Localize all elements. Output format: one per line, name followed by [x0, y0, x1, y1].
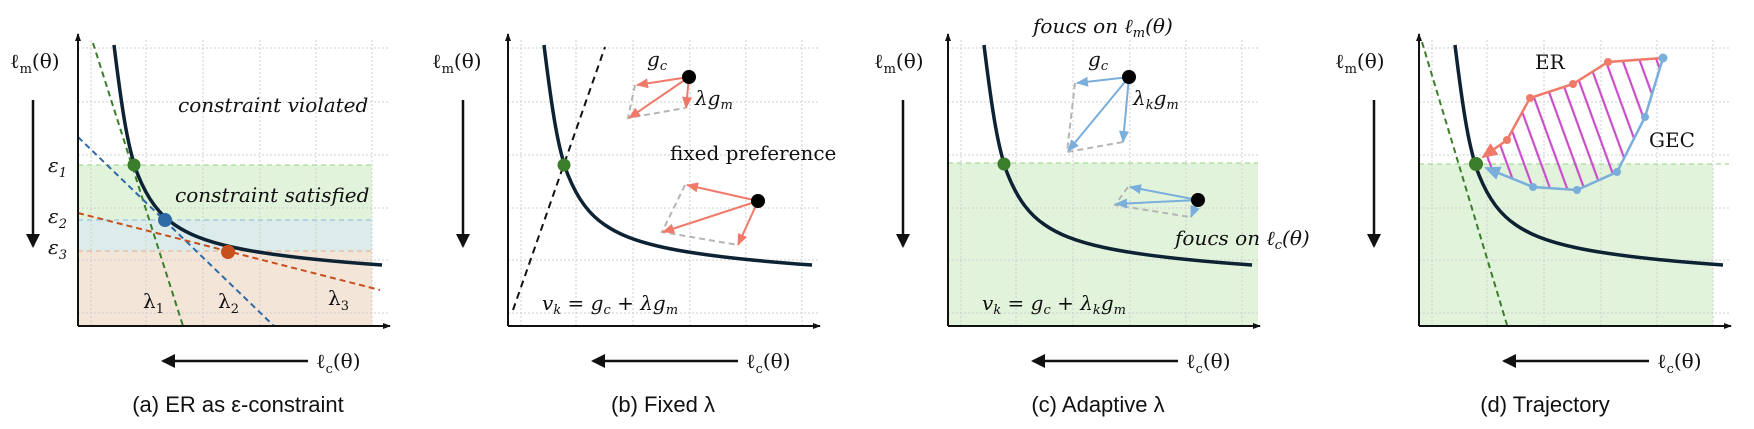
- focus-c-label: foucs on ℓc(θ): [1173, 226, 1310, 253]
- pareto-front: [1453, 44, 1724, 267]
- er-label: ER: [1535, 50, 1566, 74]
- parallelogram-guide: [660, 184, 739, 246]
- eps1-label: ε1: [48, 153, 67, 181]
- lambda-gm-arrow: [1119, 76, 1130, 143]
- update-arrow: [628, 76, 690, 119]
- caption-b: (b) Fixed λ: [611, 392, 715, 417]
- theta-point-2: [751, 194, 765, 208]
- gc-label: gc: [647, 47, 668, 74]
- fixed-preference-line: [512, 46, 606, 311]
- theta-point-1: [682, 70, 696, 84]
- update-arrow: [662, 200, 759, 234]
- caption-a: (a) ER as ε-constraint: [132, 392, 344, 417]
- pareto-front: [112, 44, 383, 267]
- constraint-violated-label: constraint violated: [178, 93, 368, 117]
- gec-label: GEC: [1649, 128, 1695, 152]
- er-trajectory: [1481, 56, 1664, 159]
- point-eps1: [127, 158, 141, 172]
- gc-arrow: [1129, 184, 1199, 201]
- theta-point-1: [1122, 70, 1136, 84]
- pareto-front: [982, 44, 1253, 267]
- gec-trajectory: [1484, 57, 1665, 192]
- lambda3-label: λ3: [328, 286, 349, 314]
- parallelogram-guide: [1065, 82, 1124, 154]
- constraint-satisfied-label: constraint satisfied: [175, 183, 369, 207]
- update-arrow: [1067, 76, 1130, 152]
- point-eps2: [158, 213, 172, 227]
- band-eps3: [78, 252, 372, 326]
- update-formula: vk = gc + λkgm: [982, 291, 1126, 318]
- gc-arrow: [1076, 76, 1130, 87]
- eps2-label: ε2: [48, 204, 67, 232]
- gc-arrow: [636, 76, 690, 89]
- y-axis-label: ℓm(θ): [432, 49, 482, 77]
- x-axis-label: ℓc(θ): [1657, 349, 1702, 377]
- eps3-label: ε3: [48, 235, 67, 263]
- y-axis-label: ℓm(θ): [874, 49, 924, 77]
- pareto-front: [542, 44, 813, 267]
- update-arrow: [1115, 198, 1199, 209]
- theta-point-2: [1191, 193, 1205, 207]
- panel-a: constraint violated constraint satisfied…: [10, 33, 391, 417]
- lambda2-tangent: [77, 136, 275, 327]
- lambda-k-gm-label: λkgm: [1132, 86, 1179, 113]
- lambda1-label: λ1: [143, 289, 164, 317]
- gc-label: gc: [1088, 47, 1109, 74]
- gc-arrow: [686, 182, 759, 202]
- er-trajectory-points: [1503, 58, 1612, 144]
- panel-c: foucs on ℓm(θ) gc λkgm foucs on ℓc(θ) vk…: [874, 14, 1310, 417]
- lambda2-label: λ2: [218, 289, 239, 317]
- point-eps3: [221, 245, 235, 259]
- caption-d: (d) Trajectory: [1480, 392, 1610, 417]
- lambda-gm-label: λgm: [694, 86, 733, 113]
- fixed-preference-label: fixed preference: [670, 141, 836, 165]
- satisfied-region: [948, 163, 1258, 326]
- lambda-gm-arrow: [737, 200, 759, 246]
- x-axis-label: ℓc(θ): [1186, 349, 1231, 377]
- parallelogram-guide: [626, 84, 686, 120]
- y-axis-label: ℓm(θ): [1335, 49, 1385, 77]
- parallelogram-guide: [1113, 186, 1191, 218]
- caption-c: (c) Adaptive λ: [1031, 392, 1164, 417]
- panel-d: ER GEC (d) Trajectory ℓm(θ) ℓc(θ): [1335, 33, 1732, 417]
- gec-trajectory-points: [1529, 53, 1668, 194]
- update-formula: vk = gc + λgm: [542, 291, 678, 318]
- x-axis-label: ℓc(θ): [316, 349, 361, 377]
- fixed-lambda-point: [557, 158, 571, 172]
- constraint-point: [1469, 157, 1483, 171]
- y-axis-label: ℓm(θ): [10, 49, 60, 77]
- focus-m-label: foucs on ℓm(θ): [1031, 14, 1173, 41]
- x-axis-label: ℓc(θ): [746, 349, 791, 377]
- band-eps1: [78, 165, 372, 220]
- constraint-point: [997, 157, 1011, 171]
- panel-b: gc λgm fixed preference vk = gc + λgm (b…: [432, 33, 836, 417]
